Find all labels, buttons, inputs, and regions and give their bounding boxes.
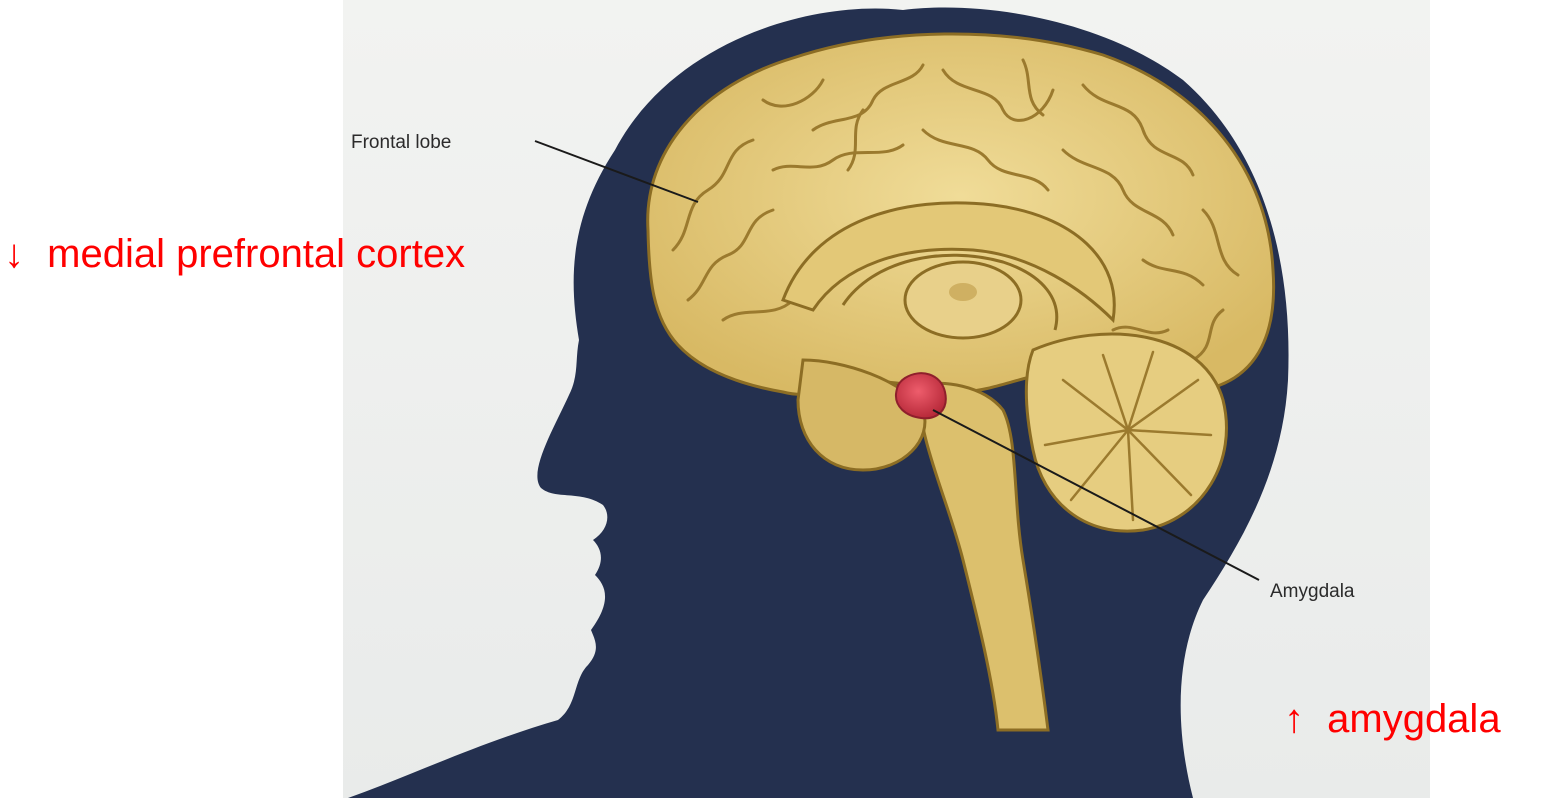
amygdala-annotation: ↑ amygdala	[1284, 699, 1501, 739]
medial-prefrontal-cortex-text: medial prefrontal cortex	[47, 232, 465, 276]
amygdala-highlight	[896, 373, 946, 418]
down-arrow-icon: ↓	[4, 232, 24, 276]
up-arrow-icon: ↑	[1284, 697, 1304, 741]
amygdala-label: Amygdala	[1270, 581, 1355, 602]
amygdala-text: amygdala	[1327, 697, 1500, 741]
thalamus-center	[949, 283, 977, 301]
frontal-lobe-label: Frontal lobe	[351, 132, 451, 153]
medial-prefrontal-cortex-annotation: ↓ medial prefrontal cortex	[4, 234, 465, 274]
brain-illustration: Frontal lobe Amygdala	[343, 0, 1430, 798]
